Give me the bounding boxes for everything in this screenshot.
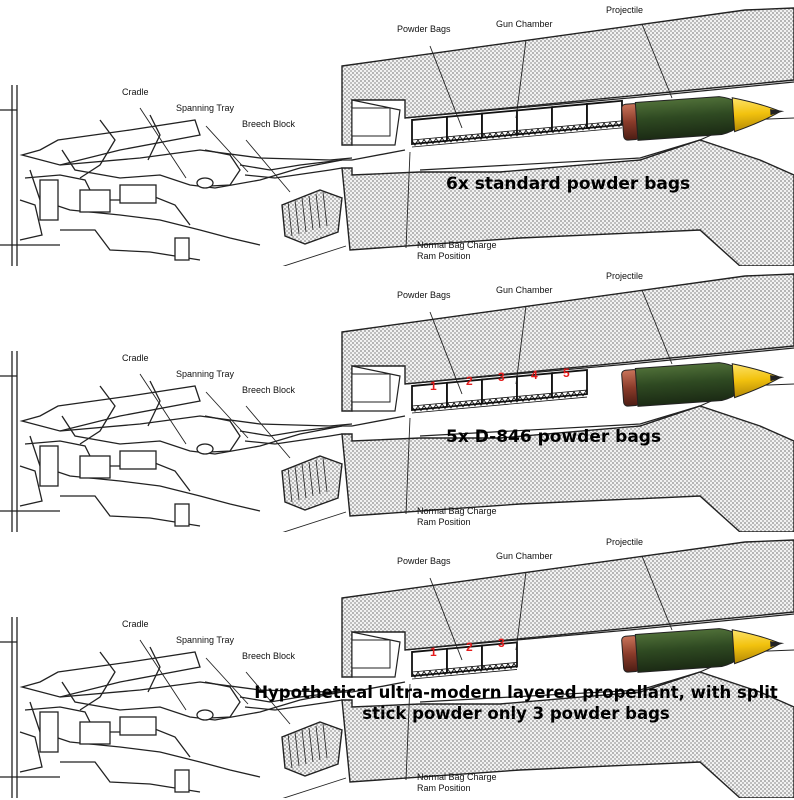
breech-block-drawing xyxy=(281,189,343,245)
gun-cross-section-drawing xyxy=(0,539,794,798)
projectile-label: Projectile xyxy=(606,271,644,281)
projectile-drawing xyxy=(621,96,785,141)
spanning-tray-label: Spanning Tray xyxy=(176,369,235,379)
cradle-label: Cradle xyxy=(122,353,149,363)
bag-number-5: 5 xyxy=(563,366,570,380)
gun-body xyxy=(341,539,794,798)
spanning-tray-label: Spanning Tray xyxy=(176,103,235,113)
powder-bags xyxy=(411,369,588,414)
breech-block-label: Breech Block xyxy=(242,119,296,129)
bag-number-4: 4 xyxy=(531,368,538,382)
projectile-drawing xyxy=(621,362,785,407)
gun-chamber-label: Gun Chamber xyxy=(496,551,553,561)
gun-carriage xyxy=(0,85,406,266)
breech-block-label: Breech Block xyxy=(242,651,296,661)
normal-bag-charge-label: Normal Bag Charge xyxy=(417,240,497,250)
leader-lines xyxy=(139,23,673,266)
normal-bag-charge-label: Normal Bag Charge xyxy=(417,772,497,782)
projectile-drawing xyxy=(621,628,785,673)
gun-cross-section-drawing xyxy=(0,273,794,532)
panel-caption: Hypothetical ultra-modern layered propel… xyxy=(254,683,778,723)
normal-bag-charge-label: Normal Bag Charge xyxy=(417,506,497,516)
breech-block-drawing xyxy=(281,455,343,511)
powder-bags xyxy=(411,641,518,680)
powder-bags-label: Powder Bags xyxy=(397,556,451,566)
bag-number-2: 2 xyxy=(466,374,473,388)
cradle-label: Cradle xyxy=(122,619,149,629)
gun-body xyxy=(341,7,794,266)
gun-chamber-label: Gun Chamber xyxy=(496,285,553,295)
leader-lines xyxy=(139,555,673,798)
powder-bags xyxy=(411,99,623,148)
powder-bag xyxy=(551,369,588,399)
projectile-label: Projectile xyxy=(606,537,644,547)
gun-cross-section-drawing xyxy=(0,7,794,266)
bag-number-3: 3 xyxy=(498,636,505,650)
bag-number-1: 1 xyxy=(430,379,437,393)
gun-chamber-label: Gun Chamber xyxy=(496,19,553,29)
leader-lines xyxy=(139,289,673,532)
breech-block-label: Breech Block xyxy=(242,385,296,395)
panel-caption: 5x D-846 powder bags xyxy=(446,427,662,447)
panel-caption: 6x standard powder bags xyxy=(446,174,691,194)
spanning-tray-label: Spanning Tray xyxy=(176,635,235,645)
powder-bags-label: Powder Bags xyxy=(397,290,451,300)
bag-number-3: 3 xyxy=(498,370,505,384)
breech-block-drawing xyxy=(281,721,343,777)
ram-position-label: Ram Position xyxy=(417,251,471,261)
projectile-label: Projectile xyxy=(606,5,644,15)
ram-position-label: Ram Position xyxy=(417,517,471,527)
gun-body xyxy=(341,273,794,532)
bag-number-2: 2 xyxy=(466,640,473,654)
powder-bags-label: Powder Bags xyxy=(397,24,451,34)
bag-number-1: 1 xyxy=(430,645,437,659)
cradle-label: Cradle xyxy=(122,87,149,97)
ram-position-label: Ram Position xyxy=(417,783,471,793)
gun-carriage xyxy=(0,617,406,798)
